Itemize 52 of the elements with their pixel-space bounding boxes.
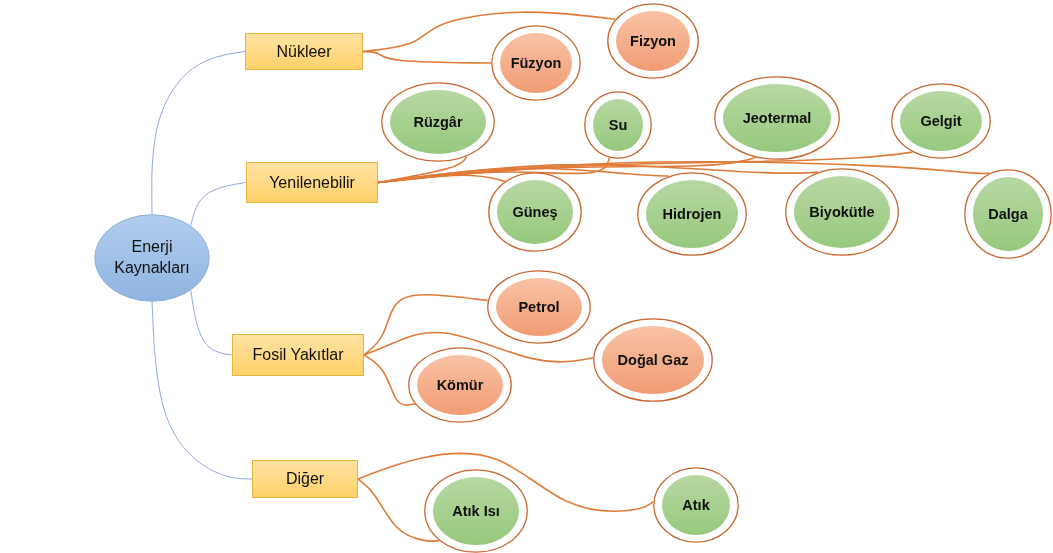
connector xyxy=(363,331,594,363)
source-ellipse xyxy=(487,270,591,344)
node-label: Su xyxy=(608,117,628,133)
node-label: Fosil Yakıtlar xyxy=(252,346,344,364)
source-ellipse xyxy=(488,172,582,252)
connector xyxy=(151,51,246,215)
source-ellipse xyxy=(491,25,581,101)
node-label: Hidrojen xyxy=(662,206,722,222)
node-label: Atık Isı xyxy=(452,503,500,519)
node-label: Petrol xyxy=(518,299,560,315)
source-ellipse xyxy=(653,467,739,543)
connector xyxy=(363,354,416,406)
category-box xyxy=(252,460,358,498)
node-label: Rüzgâr xyxy=(413,114,463,130)
node-label: Doğal Gaz xyxy=(617,352,689,368)
connector xyxy=(377,161,991,184)
source-ellipse xyxy=(785,168,899,256)
node-label: Güneş xyxy=(512,204,558,220)
node-label: Dalga xyxy=(988,206,1028,222)
connector xyxy=(357,478,441,542)
connector xyxy=(377,163,819,184)
node-label: Atık xyxy=(682,497,710,513)
node-label: Yenilenebilir xyxy=(269,173,355,192)
source-ellipse xyxy=(714,76,840,160)
connector xyxy=(362,11,617,53)
node-label: Biyokütle xyxy=(809,204,875,220)
source-ellipse xyxy=(381,82,495,162)
node-label: Nükleer xyxy=(276,42,332,61)
category-box xyxy=(246,162,378,203)
connector xyxy=(357,452,654,512)
category-box xyxy=(232,334,364,376)
node-label: Füzyon xyxy=(510,55,562,71)
source-ellipse xyxy=(607,3,699,79)
node-label: Jeotermal xyxy=(742,110,812,126)
category-box xyxy=(245,33,363,70)
connector xyxy=(190,182,247,226)
node-label: Kömür xyxy=(436,377,484,393)
connector xyxy=(151,301,253,480)
node-label: Fizyon xyxy=(630,33,676,49)
node-label: Enerji Kaynakları xyxy=(113,237,191,278)
source-ellipse xyxy=(584,91,652,159)
source-ellipse xyxy=(964,169,1052,259)
node-label: Diğer xyxy=(285,470,325,488)
source-ellipse xyxy=(637,172,747,256)
source-ellipse xyxy=(593,318,713,402)
source-ellipse xyxy=(408,347,512,423)
connector xyxy=(363,293,489,356)
connector xyxy=(190,290,233,356)
source-ellipse xyxy=(891,83,991,159)
node-label: Gelgit xyxy=(920,113,962,129)
source-ellipse xyxy=(424,469,528,553)
topic-ellipse xyxy=(94,214,210,302)
